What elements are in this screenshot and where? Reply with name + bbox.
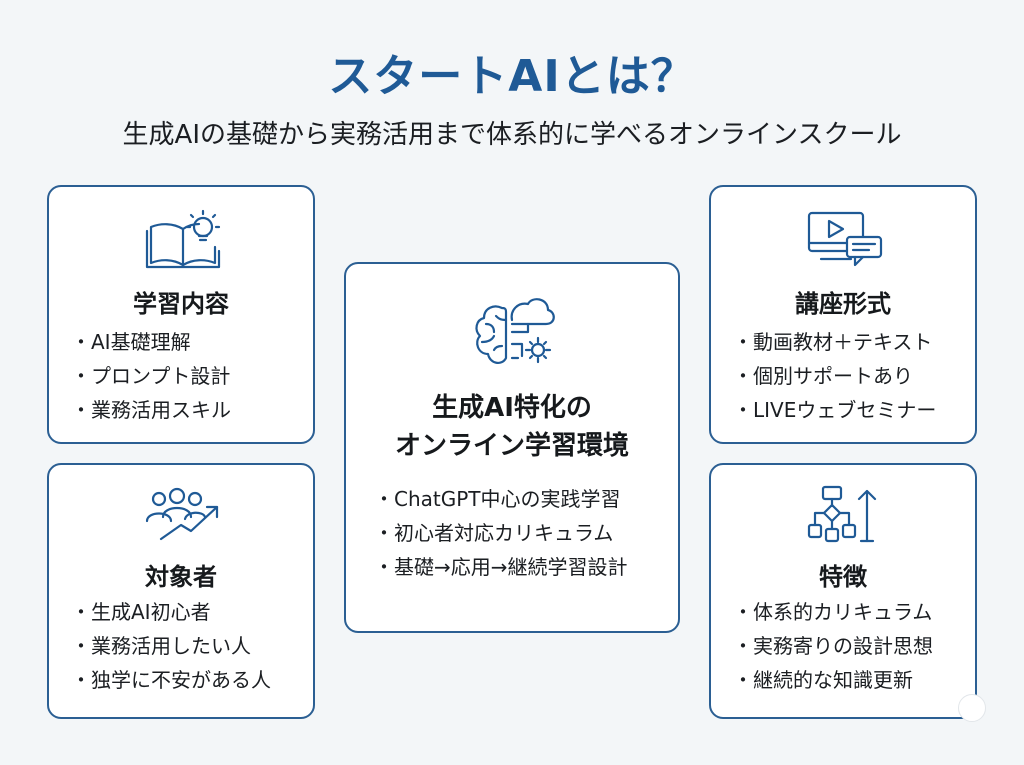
list-item: AI基礎理解	[71, 325, 231, 359]
target-audience-list: 生成AI初心者 業務活用したい人 独学に不安がある人	[71, 595, 271, 697]
center-title-line1: 生成AI特化の	[432, 393, 592, 423]
list-item: 個別サポートあり	[733, 359, 936, 393]
corner-dot	[958, 694, 986, 722]
list-item: 動画教材＋テキスト	[733, 325, 936, 359]
list-item: 実務寄りの設計思想	[733, 629, 933, 663]
course-format-list: 動画教材＋テキスト 個別サポートあり LIVEウェブセミナー	[733, 325, 936, 427]
features-card: 特徴 体系的カリキュラム 実務寄りの設計思想 継続的な知識更新	[709, 463, 977, 719]
list-item: 初心者対応カリキュラム	[374, 516, 628, 550]
target-audience-card: 対象者 生成AI初心者 業務活用したい人 独学に不安がある人	[47, 463, 315, 719]
page-title: スタートAIとは？	[328, 51, 696, 102]
flowchart-icon	[807, 485, 877, 543]
course-format-title: 講座形式	[795, 290, 891, 318]
learning-content-card: 学習内容 AI基礎理解 プロンプト設計 業務活用スキル	[47, 185, 315, 444]
list-item: プロンプト設計	[71, 359, 231, 393]
brain-cloud-gear-icon	[475, 298, 555, 364]
list-item: 業務活用したい人	[71, 629, 271, 663]
center-feature-card: 生成AI特化の オンライン学習環境 ChatGPT中心の実践学習 初心者対応カリ…	[344, 262, 680, 633]
learning-content-title: 学習内容	[133, 290, 229, 318]
center-title-line2: オンライン学習環境	[394, 431, 629, 461]
people-growth-icon	[145, 487, 219, 541]
video-chat-icon	[807, 211, 883, 267]
list-item: 継続的な知識更新	[733, 663, 933, 697]
features-title: 特徴	[819, 563, 867, 591]
course-format-card: 講座形式 動画教材＋テキスト 個別サポートあり LIVEウェブセミナー	[709, 185, 977, 444]
list-item: 独学に不安がある人	[71, 663, 271, 697]
list-item: 業務活用スキル	[71, 393, 231, 427]
list-item: 体系的カリキュラム	[733, 595, 933, 629]
learning-content-list: AI基礎理解 プロンプト設計 業務活用スキル	[71, 325, 231, 427]
list-item: LIVEウェブセミナー	[733, 393, 936, 427]
list-item: 基礎→応用→継続学習設計	[374, 550, 628, 584]
center-feature-list: ChatGPT中心の実践学習 初心者対応カリキュラム 基礎→応用→継続学習設計	[374, 482, 628, 584]
book-lightbulb-icon	[145, 209, 221, 269]
page-subtitle: 生成AIの基礎から実務活用まで体系的に学べるオンラインスクール	[122, 120, 902, 150]
features-list: 体系的カリキュラム 実務寄りの設計思想 継続的な知識更新	[733, 595, 933, 697]
list-item: ChatGPT中心の実践学習	[374, 482, 628, 516]
target-audience-title: 対象者	[145, 563, 217, 591]
list-item: 生成AI初心者	[71, 595, 271, 629]
